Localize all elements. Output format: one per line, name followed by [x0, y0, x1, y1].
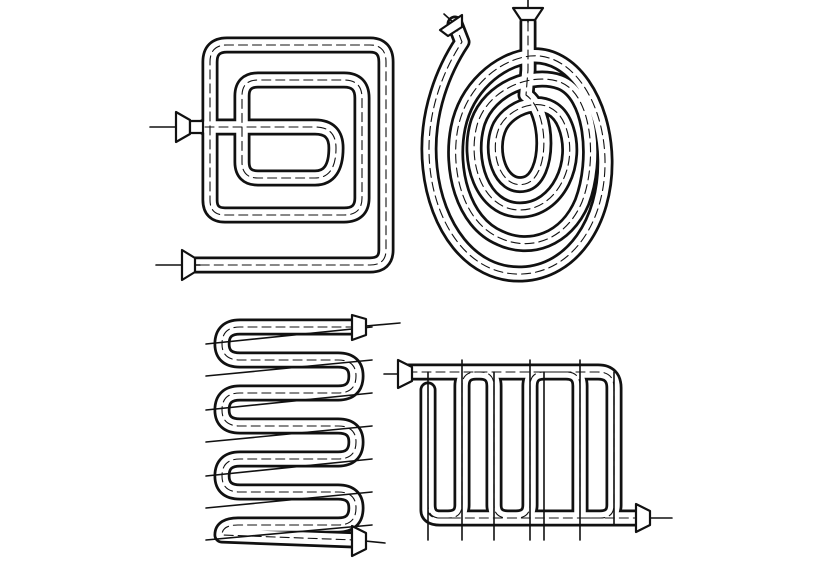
oval-spiral-tube — [428, 21, 606, 275]
terminal-flange — [438, 13, 464, 38]
terminal-flange — [634, 502, 652, 534]
tube-bore — [189, 39, 392, 271]
square-spiral-tube — [194, 44, 387, 266]
terminal-flange — [180, 248, 197, 282]
oval-spiral-coil — [420, 0, 614, 283]
terminal-flange — [511, 6, 545, 22]
terminal-flange — [396, 358, 414, 390]
helical-coil-tube — [221, 326, 357, 541]
terminal-flange — [174, 110, 192, 144]
helical-coil — [205, 313, 401, 558]
terminal-flange — [350, 524, 368, 558]
square-spiral-coil — [149, 36, 395, 282]
serpentine-tube — [407, 371, 639, 519]
tube-wall — [399, 363, 647, 527]
serpentine-tube-grid — [383, 358, 673, 541]
serpentine-grid-vertical-pins — [427, 359, 615, 541]
terminal-flange — [350, 313, 368, 342]
helical-coil-cross-pins — [205, 326, 373, 541]
terminal-flange — [188, 119, 205, 135]
